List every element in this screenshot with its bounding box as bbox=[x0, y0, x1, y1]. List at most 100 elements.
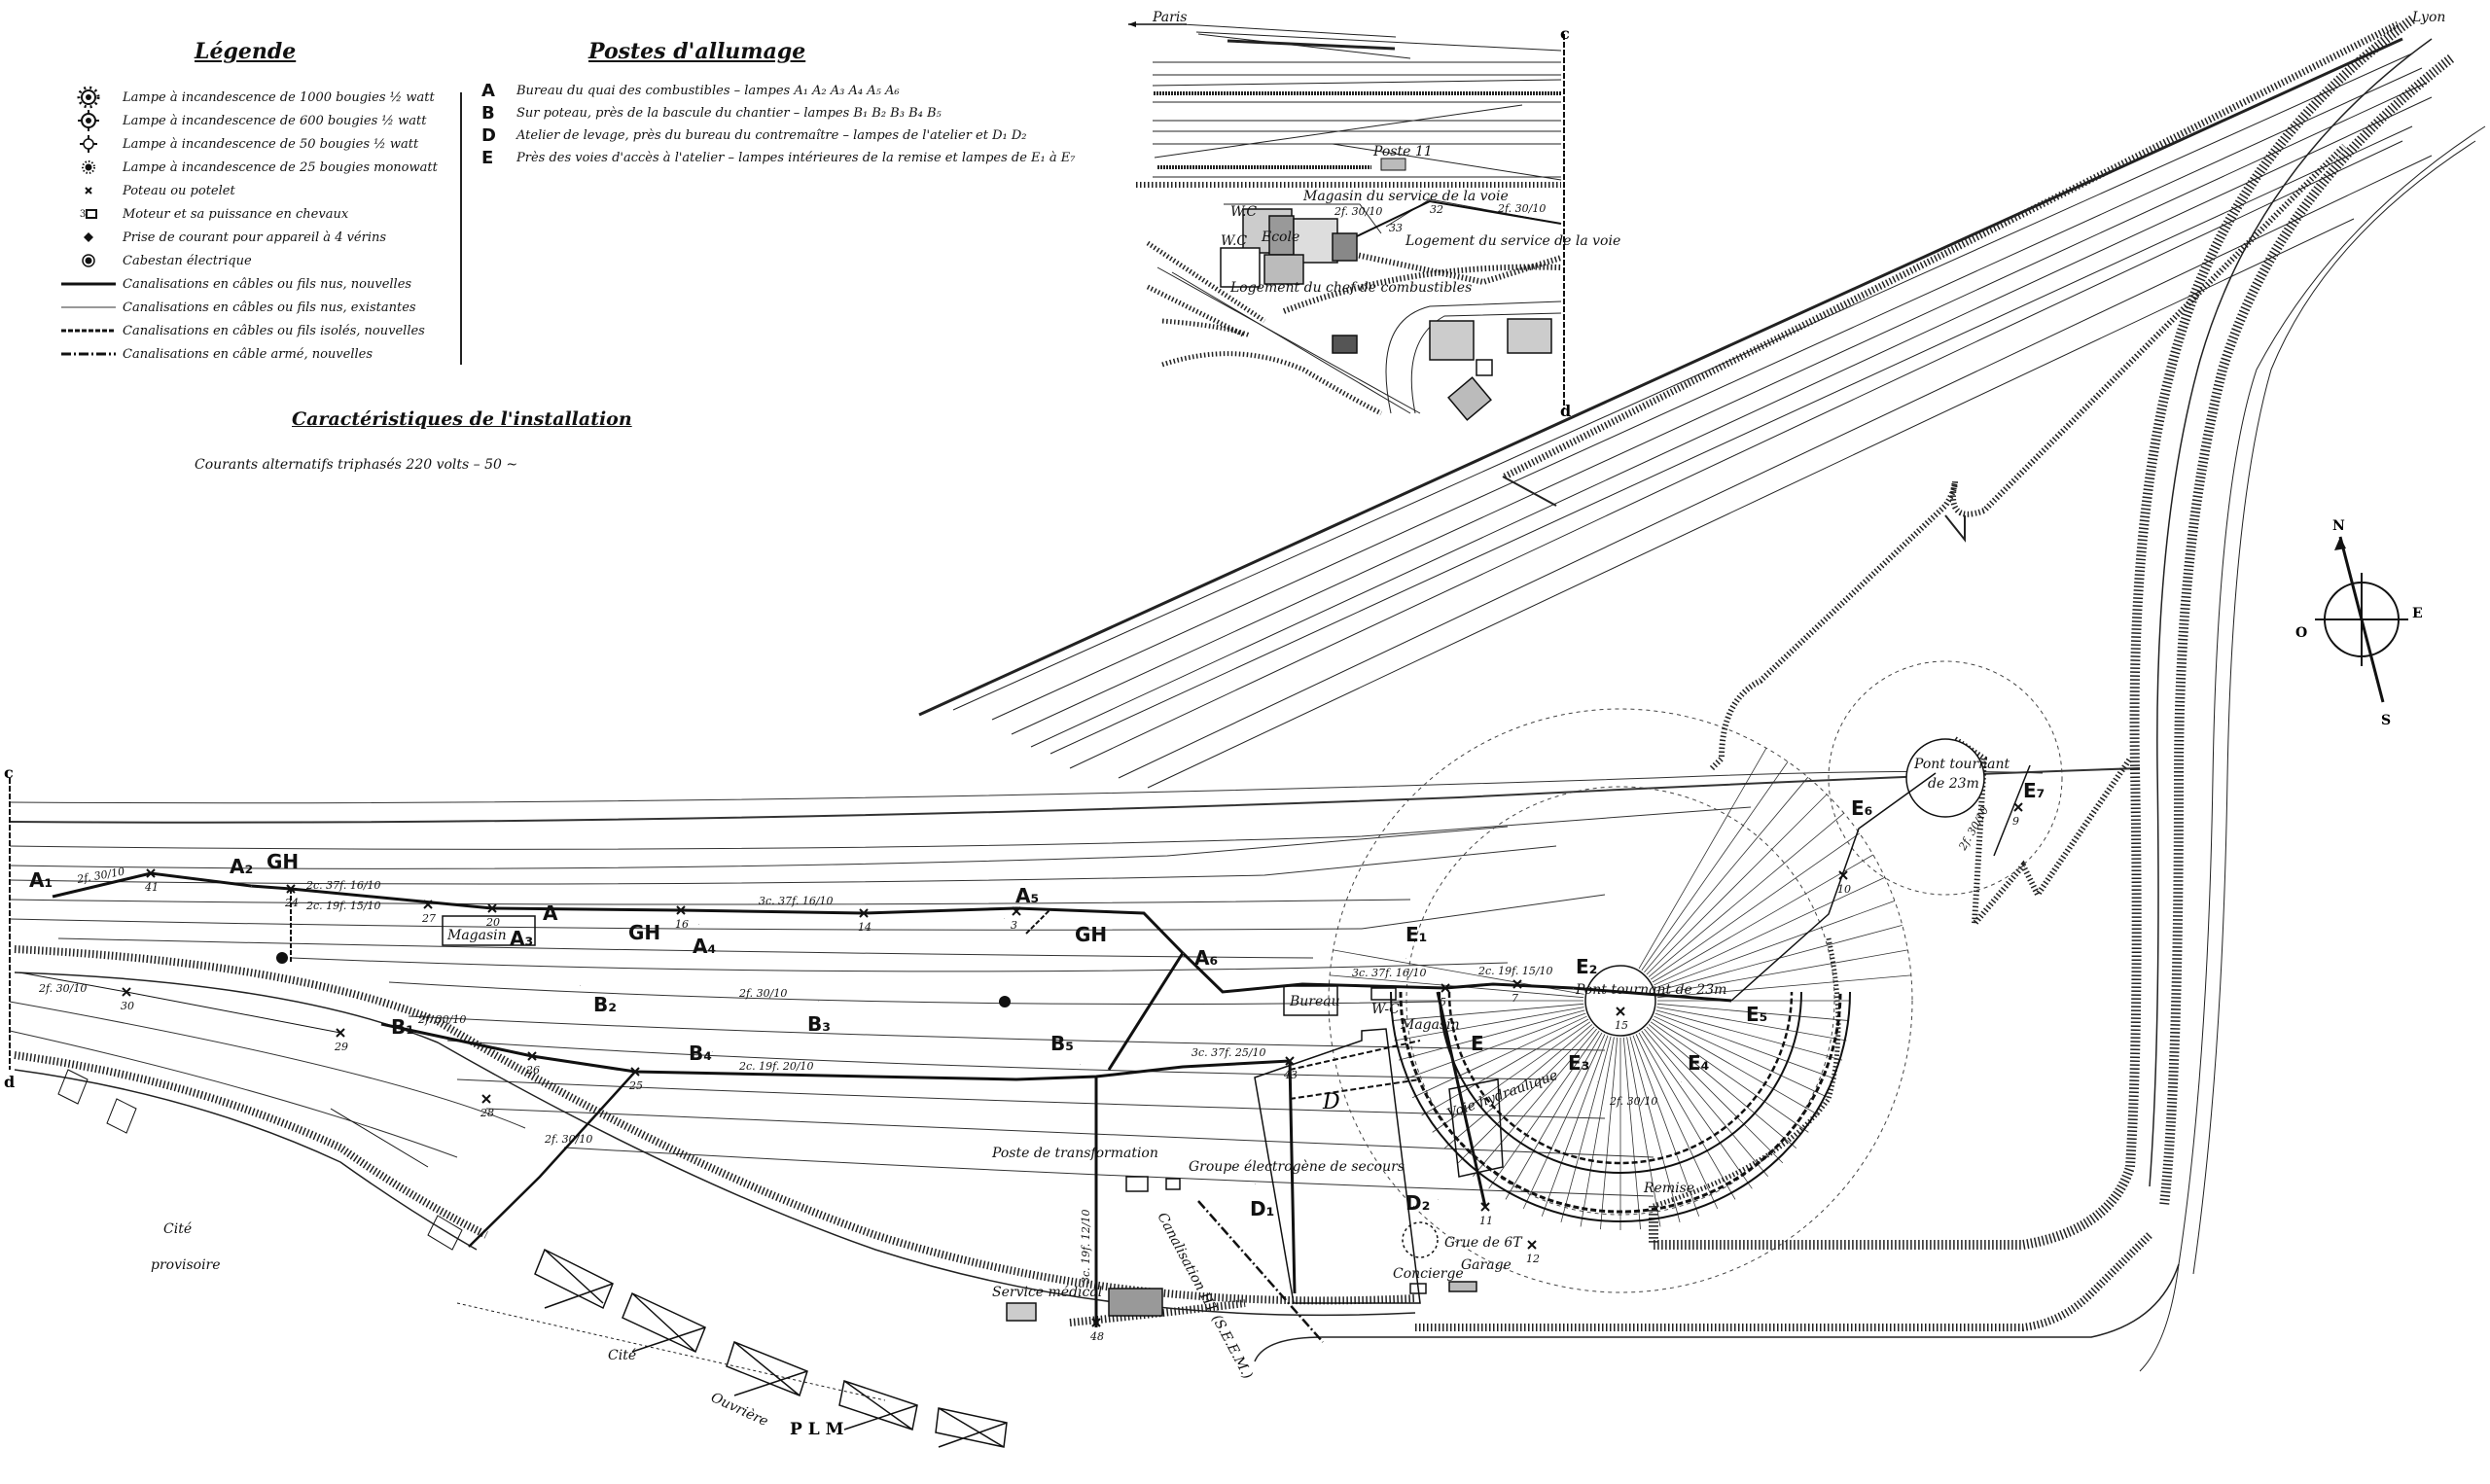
pole-icon bbox=[481, 1094, 491, 1104]
legend-item: Lampe à incandescence de 1000 bougies ½ … bbox=[58, 86, 457, 109]
stall-track bbox=[1655, 1009, 1843, 1061]
pole-number: 9 bbox=[2012, 815, 2019, 828]
lamp-label-e5: E₅ bbox=[1746, 1003, 1767, 1026]
legend-item: Canalisations en câbles ou fils nus, nou… bbox=[58, 272, 457, 296]
stall-track bbox=[1654, 1015, 1830, 1099]
lamp-600-icon bbox=[251, 886, 252, 887]
line-new-bare-icon bbox=[58, 273, 119, 295]
line-insulated-icon bbox=[58, 320, 119, 341]
pole-number: 14 bbox=[858, 921, 872, 934]
pole-number: 3 bbox=[1011, 919, 1017, 932]
lamp-label-b1: B₁ bbox=[391, 1015, 414, 1039]
legend: Légende Lampe à incandescence de 1000 bo… bbox=[58, 39, 457, 366]
lamp-1000-icon bbox=[711, 1050, 714, 1053]
cable-label: 3c. 37f. 16/10 bbox=[1352, 967, 1427, 979]
pole-number: 29 bbox=[334, 1041, 348, 1053]
lower-embankment bbox=[14, 945, 2180, 1401]
label-atelier: D bbox=[1322, 1090, 1340, 1114]
inset-label-c: c bbox=[1560, 24, 1570, 43]
cable-label: 3c. 19f. 12/10 bbox=[1080, 1209, 1092, 1284]
legend-item: Lampe à incandescence de 600 bougies ½ w… bbox=[58, 109, 457, 132]
poste-letter: B bbox=[481, 103, 495, 124]
legend-item: Canalisations en câbles ou fils nus, exi… bbox=[58, 296, 457, 319]
legend-label: Cabestan électrique bbox=[123, 253, 252, 268]
lamp-50-icon bbox=[1664, 1156, 1666, 1159]
lamp-label-e4: E₄ bbox=[1688, 1051, 1709, 1075]
stall-track bbox=[1622, 1037, 1641, 1230]
legend-label: Moteur et sa puissance en chevaux bbox=[123, 206, 349, 222]
lamp-600-icon bbox=[818, 1001, 819, 1002]
stall-track bbox=[1656, 949, 1908, 995]
label-bureau: Bureau bbox=[1289, 994, 1340, 1009]
stall-track bbox=[1656, 974, 1911, 999]
lamp-label-e3: E₃ bbox=[1568, 1051, 1589, 1075]
capstan-icon bbox=[58, 250, 119, 271]
pole-icon bbox=[487, 903, 497, 913]
inset-label-d: d bbox=[1560, 402, 1571, 420]
inset-pole-label: 33 bbox=[1389, 222, 1403, 234]
cable-label: 2c. 19f. 20/10 bbox=[738, 1060, 814, 1073]
legend-label: Lampe à incandescence de 25 bougies mono… bbox=[123, 159, 438, 175]
label-canalisation-ht: Canalisation HT (S.E.E.M.) bbox=[1154, 1210, 1255, 1382]
label-ouvriere: Ouvrière bbox=[708, 1390, 770, 1430]
label-c: c bbox=[4, 763, 14, 782]
socket-icon bbox=[58, 227, 119, 248]
turntable bbox=[1905, 738, 1985, 818]
inset-cable bbox=[1356, 199, 1562, 237]
motor-icon: 3 bbox=[58, 203, 119, 225]
pole-number: 26 bbox=[525, 1064, 540, 1077]
cable-network bbox=[18, 764, 2031, 1343]
pole-icon bbox=[1441, 983, 1450, 993]
lamp-600-icon bbox=[1405, 958, 1406, 959]
lamp-50-icon bbox=[1571, 1206, 1573, 1208]
lamp-label-a1: A₁ bbox=[29, 868, 53, 892]
canalisation-ht bbox=[1197, 1200, 1324, 1343]
lamp-600-icon bbox=[1681, 1081, 1682, 1082]
stall-track bbox=[1505, 1032, 1603, 1200]
legend-label: Canalisations en câbles ou fils isolés, … bbox=[123, 323, 425, 338]
pole-icon bbox=[423, 900, 433, 909]
atelier-building bbox=[1254, 1028, 1421, 1304]
lamp-label-e6: E₆ bbox=[1851, 796, 1872, 820]
label-service-medical: Service médical bbox=[992, 1285, 1102, 1300]
inset-label-logement-voie: Logement du service de la voie bbox=[1405, 233, 1620, 249]
inset-plan: Paris Poste 11 bbox=[1128, 10, 1620, 421]
legend-item: Canalisations en câble armé, nouvelles bbox=[58, 342, 457, 366]
lamp-600-icon bbox=[1597, 1081, 1598, 1082]
compass-n: N bbox=[2332, 518, 2345, 534]
stall-track bbox=[1635, 1034, 1719, 1210]
stall-track bbox=[1632, 1035, 1700, 1217]
stall-track bbox=[1600, 1037, 1618, 1230]
inset-label-paris: Paris bbox=[1152, 10, 1188, 25]
line-armoured-icon bbox=[58, 343, 119, 365]
lamp-label-gh: GH bbox=[628, 921, 660, 944]
stall-track bbox=[1580, 1037, 1615, 1227]
legend-item: Lampe à incandescence de 50 bougies ½ wa… bbox=[58, 132, 457, 156]
pole-icon bbox=[58, 180, 119, 201]
buildings bbox=[57, 915, 1504, 1448]
lamp-25-icon bbox=[58, 157, 119, 178]
label-cite: Cité bbox=[163, 1221, 192, 1237]
stall-track bbox=[1646, 1026, 1784, 1164]
inset-pole-label: 32 bbox=[1430, 203, 1443, 216]
pole-number: 16 bbox=[675, 918, 689, 931]
wc-building bbox=[1370, 987, 1397, 1001]
pole-number: 12 bbox=[1526, 1253, 1540, 1265]
compass-s: S bbox=[2381, 713, 2391, 728]
lamp-50-icon bbox=[58, 133, 119, 155]
pole-icon bbox=[1527, 1240, 1537, 1250]
inset-label-wc: W.C bbox=[1230, 204, 1257, 220]
lamp-label-gh: GH bbox=[267, 850, 299, 873]
lamp-label-a2: A₂ bbox=[230, 855, 253, 878]
cable-label: 3c. 37f. 16/10 bbox=[759, 895, 834, 907]
label-grue: Grue de 6T bbox=[1444, 1235, 1523, 1251]
lamp-600-icon bbox=[1183, 953, 1184, 954]
stall-track bbox=[1656, 1007, 1847, 1042]
inset-label-wc: W.C bbox=[1221, 233, 1247, 249]
cable-label: 3c. 37f. 25/10 bbox=[1192, 1046, 1266, 1059]
poste-label: Près des voies d'accès à l'atelier – lam… bbox=[516, 151, 1076, 165]
stall-track bbox=[1644, 776, 1809, 973]
stall-track bbox=[1654, 901, 1896, 989]
stall-track bbox=[1394, 1007, 1584, 1042]
